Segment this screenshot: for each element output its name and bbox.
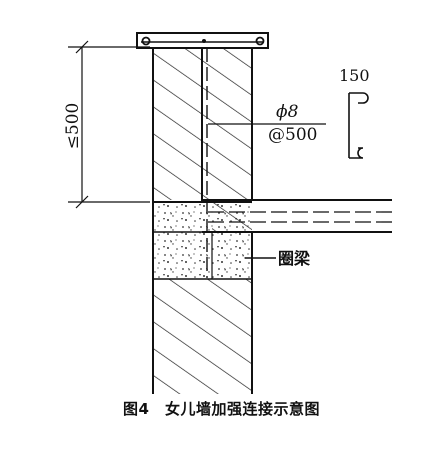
- height-dimension: [68, 40, 150, 209]
- figure-caption: 图4 女儿墙加强连接示意图: [123, 400, 320, 418]
- coping-cap: [136, 32, 269, 49]
- floor-slab: [202, 199, 392, 233]
- rebar-spec-spacing: @500: [268, 125, 317, 145]
- wall-outline: [152, 48, 253, 394]
- dimension-label: ≤500: [63, 103, 83, 150]
- rebar-spec-diameter: ϕ8: [276, 102, 299, 122]
- hooked-rebar-detail: [348, 92, 369, 159]
- ring-beam-label: 圈梁: [278, 249, 311, 268]
- hook-dimension: 150: [339, 66, 370, 85]
- lower-wall: [153, 279, 252, 394]
- ring-beam: [153, 202, 252, 279]
